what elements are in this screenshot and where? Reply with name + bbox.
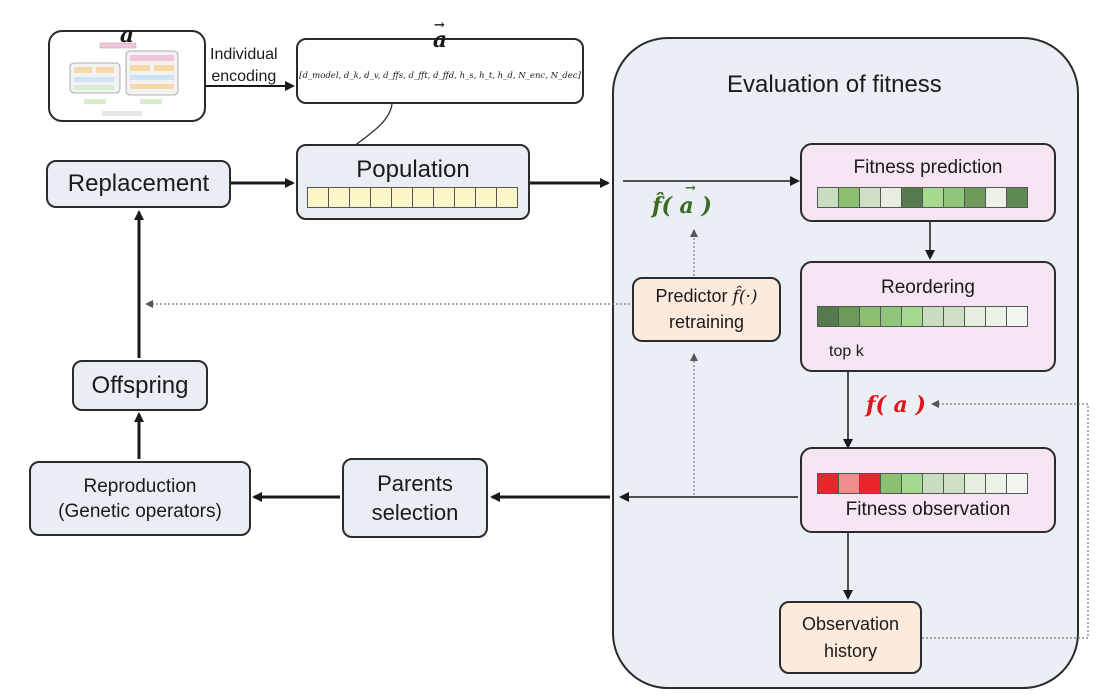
fitness-prediction-label: Fitness prediction (853, 157, 1003, 178)
parents-selection-box[interactable]: Parents selection (342, 458, 488, 538)
population-cell (307, 187, 329, 208)
vector-arrow-icon: → (433, 18, 445, 33)
observation-cell (985, 473, 1007, 494)
vector-label: → a (298, 18, 582, 53)
vector-text: [d_model, d_k, d_v, d_ffs, d_fft, d_ffd,… (299, 71, 581, 81)
reordering-cell (817, 306, 839, 327)
predicted-vector-arrow-icon: → (685, 181, 696, 196)
encoding-label-line1: Individual (210, 46, 278, 63)
reordering-cell (859, 306, 881, 327)
transformer-thumbnail-icon (69, 42, 179, 116)
architecture-label: a (119, 22, 135, 48)
reordering-cell (922, 306, 944, 327)
encoding-label-line2: encoding (211, 68, 277, 85)
population-cell (370, 187, 392, 208)
reordering-cells (817, 306, 1028, 327)
prediction-cell (817, 187, 839, 208)
observation-history-box[interactable]: Observation history (779, 601, 922, 674)
parents-line2: selection (371, 500, 459, 525)
reordering-cell (964, 306, 986, 327)
observation-cell (817, 473, 839, 494)
population-cell (475, 187, 497, 208)
reordering-cell (985, 306, 1007, 327)
predicted-fitness-label: f̂( a ) → (652, 181, 712, 219)
predictor-word: Predictor (655, 286, 728, 306)
vector-label-letter: a (432, 27, 448, 53)
reproduction-line1: Reproduction (83, 475, 197, 497)
architecture-box: a (48, 22, 206, 122)
prediction-cell (985, 187, 1007, 208)
genotype-vector-box: → a [d_model, d_k, d_v, d_ffs, d_fft, d_… (296, 18, 584, 104)
population-label: Population (356, 156, 470, 183)
offspring-label: Offspring (91, 371, 189, 399)
prediction-cells (817, 187, 1028, 208)
population-cell (349, 187, 371, 208)
evaluation-title: Evaluation of fitness (727, 71, 942, 98)
prediction-cell (859, 187, 881, 208)
history-line2: history (823, 640, 877, 661)
offspring-box[interactable]: Offspring (72, 360, 208, 411)
population-box[interactable]: Population (296, 144, 530, 220)
prediction-cell (964, 187, 986, 208)
replacement-label: Replacement (67, 170, 210, 197)
prediction-cell (922, 187, 944, 208)
top-k-label: top k (829, 343, 864, 360)
predictor-retraining-box[interactable]: Predictor f̂(·) retraining (632, 277, 781, 342)
prediction-cell (943, 187, 965, 208)
reordering-cell (880, 306, 902, 327)
observation-cell (880, 473, 902, 494)
reproduction-box[interactable]: Reproduction (Genetic operators) (29, 461, 251, 536)
population-cell (391, 187, 413, 208)
population-cell (454, 187, 476, 208)
observation-cell (964, 473, 986, 494)
observation-cell (838, 473, 860, 494)
history-to-fitness-dotted (922, 400, 1089, 639)
reordering-cell (1006, 306, 1028, 327)
prediction-cell (1006, 187, 1028, 208)
observation-cell (901, 473, 923, 494)
fitness-observation-label: Fitness observation (845, 499, 1011, 520)
observation-cell (1006, 473, 1028, 494)
reordering-cell (943, 306, 965, 327)
observation-cells (817, 473, 1028, 494)
fitness-prediction-box[interactable]: Fitness prediction (800, 143, 1056, 222)
replacement-box[interactable]: Replacement (46, 160, 231, 208)
parents-line1: Parents (377, 471, 453, 496)
predicted-fitness-text: f̂( a ) (652, 193, 712, 219)
observation-cell (943, 473, 965, 494)
prediction-cell (838, 187, 860, 208)
prediction-cell (880, 187, 902, 208)
observation-cell (922, 473, 944, 494)
observation-cell (859, 473, 881, 494)
encoding-label: Individual encoding (210, 44, 278, 88)
history-line1: Observation (801, 613, 900, 634)
reordering-cell (901, 306, 923, 327)
reordering-cell (838, 306, 860, 327)
predictor-line2: retraining (668, 312, 745, 332)
prediction-cell (901, 187, 923, 208)
population-cells (307, 187, 518, 208)
observed-fitness-label: f( a ) (866, 392, 926, 418)
population-cell (328, 187, 350, 208)
predictor-line1: Predictor f̂(·) (655, 284, 757, 310)
population-cell (433, 187, 455, 208)
population-cell (412, 187, 434, 208)
predictor-symbol: f̂(·) (732, 287, 758, 307)
reordering-label: Reordering (881, 277, 975, 298)
reproduction-line2: (Genetic operators) (58, 500, 222, 522)
population-cell (496, 187, 518, 208)
